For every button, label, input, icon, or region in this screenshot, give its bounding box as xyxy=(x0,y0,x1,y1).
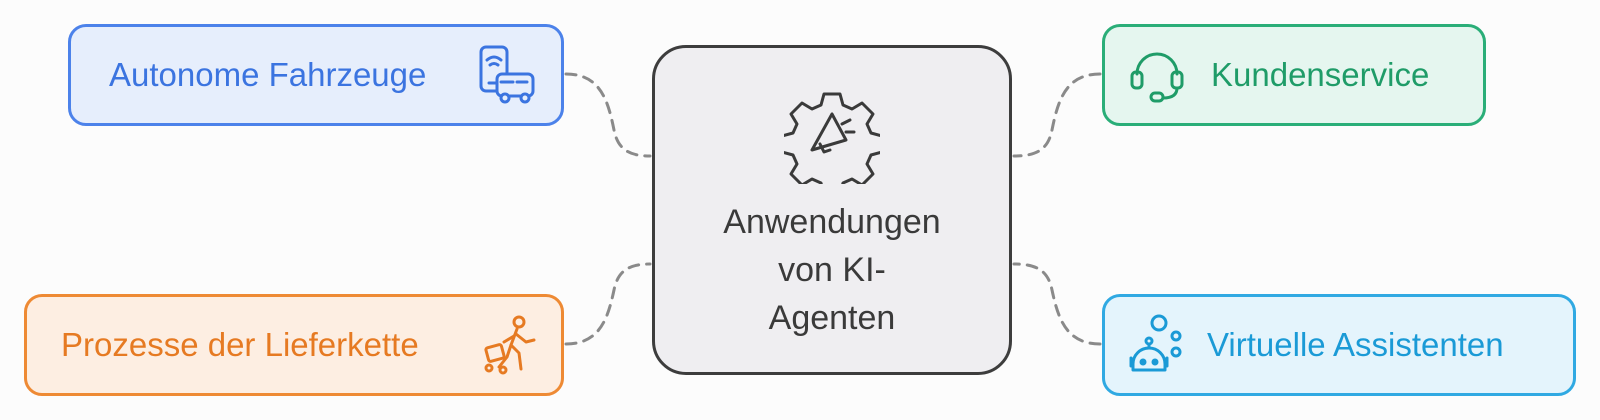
node-prozesse-lieferkette: Prozesse der Lieferkette xyxy=(24,294,564,396)
robot-bubbles-icon xyxy=(1129,314,1182,372)
connector-prozesse xyxy=(564,262,652,346)
node-virtuelle-assistenten: Virtuelle Assistenten xyxy=(1102,294,1576,396)
center-node: Anwendungen von KI- Agenten xyxy=(652,45,1012,375)
node-label: Kundenservice xyxy=(1211,56,1430,93)
connector-autonome xyxy=(564,72,652,158)
phone-car-icon xyxy=(479,45,535,104)
node-label: Autonome Fahrzeuge xyxy=(109,56,427,93)
node-label: Virtuelle Assistenten xyxy=(1207,326,1504,363)
center-title-line: von KI- xyxy=(778,251,886,289)
connector-kunden xyxy=(1012,72,1102,158)
node-kundenservice: Kundenservice xyxy=(1102,24,1486,126)
center-title-line: Anwendungen xyxy=(723,203,941,241)
connector-virtuelle xyxy=(1012,262,1102,346)
headset-icon xyxy=(1130,52,1184,103)
center-title: Anwendungen von KI- Agenten xyxy=(723,198,940,342)
gear-megaphone-icon xyxy=(784,92,880,184)
delivery-worker-icon xyxy=(484,315,536,375)
node-label: Prozesse der Lieferkette xyxy=(61,326,419,363)
center-title-line: Agenten xyxy=(768,299,896,337)
node-autonome-fahrzeuge: Autonome Fahrzeuge xyxy=(68,24,564,126)
